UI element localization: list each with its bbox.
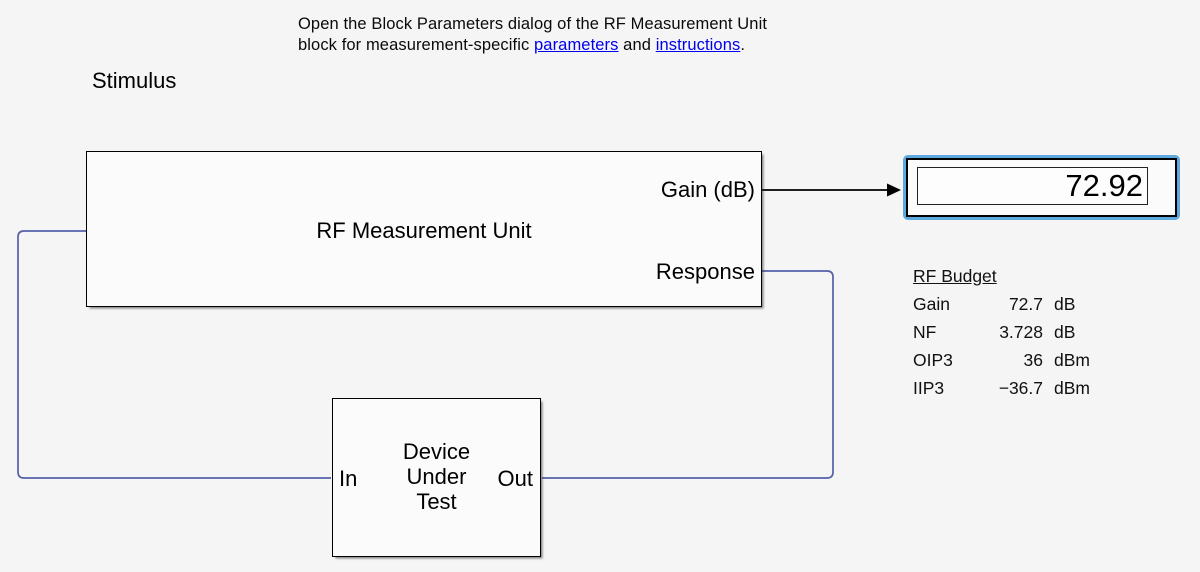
budget-label: Gain — [913, 294, 950, 314]
gain-display-block[interactable]: 72.92 — [903, 155, 1180, 220]
budget-label: NF — [913, 322, 937, 342]
display-frame: 72.92 — [906, 158, 1177, 217]
budget-unit: dBm — [1054, 350, 1090, 370]
budget-unit: dB — [1054, 322, 1076, 342]
in-port-label: In — [339, 466, 358, 491]
budget-unit: dB — [1054, 294, 1076, 314]
dut-title-line2: Under — [406, 464, 467, 489]
gain-arrowhead-icon — [887, 183, 901, 197]
annotation-line2-prefix: block for measurement-specific — [298, 36, 530, 54]
budget-value: 72.7 — [1008, 294, 1043, 314]
rf-block-title: RF Measurement Unit — [316, 218, 532, 243]
rf-measurement-unit-block[interactable]: Stimulus RF Measurement Unit Gain (dB) R… — [86, 68, 762, 307]
parameters-link[interactable]: parameters — [534, 36, 619, 54]
rf-budget-row-iip3: IIP3 −36.7 dBm — [913, 374, 1090, 402]
out-port-label: Out — [497, 466, 533, 491]
budget-value: 36 — [1023, 350, 1043, 370]
response-port-label: Response — [655, 259, 755, 284]
rf-budget-title: RF Budget — [913, 266, 997, 286]
dut-block-title: Device Under Test — [333, 439, 540, 514]
rf-budget-row-oip3: OIP3 36 dBm — [913, 346, 1090, 374]
stimulus-port-label: Stimulus — [92, 68, 177, 93]
budget-label: OIP3 — [913, 350, 953, 370]
display-value: 72.92 — [917, 167, 1148, 205]
device-under-test-block[interactable]: In Device Under Test Out — [332, 398, 541, 557]
budget-label: IIP3 — [913, 378, 945, 398]
dut-title-line1: Device — [402, 439, 471, 464]
budget-unit: dBm — [1054, 378, 1090, 398]
rf-budget-row-nf: NF 3.728 dB — [913, 318, 1090, 346]
annotation-line2-suffix: . — [740, 36, 746, 54]
model-annotation: Open the Block Parameters dialog of the … — [298, 14, 898, 56]
budget-value: −36.7 — [998, 378, 1043, 398]
rf-budget-annotation: RF Budget Gain 72.7 dB NF 3.728 dB OIP3 … — [913, 262, 1090, 402]
rf-budget-row-gain: Gain 72.7 dB — [913, 290, 1090, 318]
dut-title-line3: Test — [416, 489, 457, 514]
budget-value: 3.728 — [999, 322, 1043, 342]
gain-port-label: Gain (dB) — [660, 177, 755, 202]
annotation-line1: Open the Block Parameters dialog of the … — [298, 15, 768, 33]
annotation-line2-mid: and — [618, 36, 656, 54]
instructions-link[interactable]: instructions — [655, 36, 741, 54]
